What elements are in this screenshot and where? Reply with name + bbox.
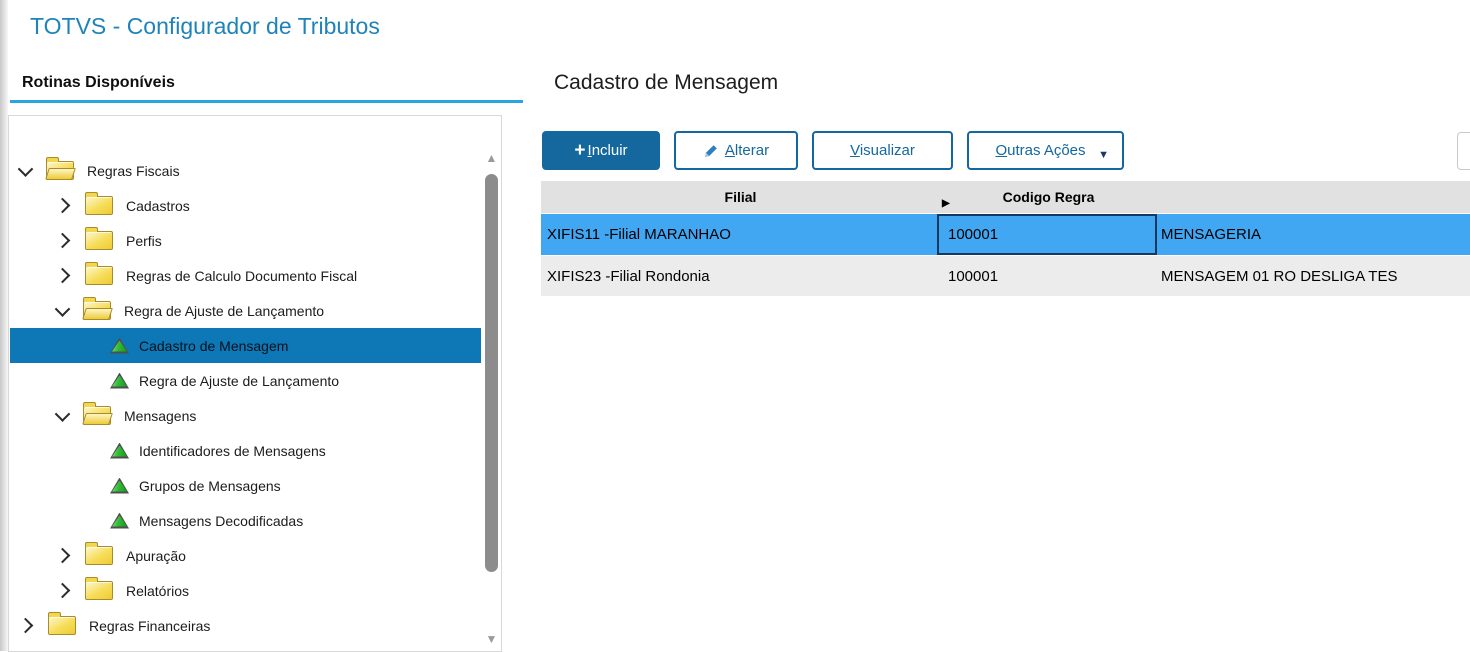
grid-header-codigo-regra-label: Codigo Regra [1002, 189, 1095, 205]
routine-tree: Regras Fiscais Cadastros Perfis Regras d… [10, 153, 481, 643]
folder-icon [85, 262, 113, 285]
tree-item-label: Apuração [126, 547, 186, 564]
tree-item-perfis[interactable]: Perfis [10, 223, 481, 258]
tree-item-apuracao[interactable]: Apuração [10, 538, 481, 573]
grid-header-row: Filial ▶ Codigo Regra [541, 181, 1470, 213]
scroll-up-icon[interactable]: ▲ [485, 151, 498, 165]
chevron-right-icon[interactable] [54, 197, 71, 214]
folder-icon [85, 192, 113, 215]
grid-header-codigo-regra[interactable]: ▶ Codigo Regra [940, 189, 1157, 209]
tree-item-label: Identificadores de Mensagens [139, 442, 326, 459]
column-marker-icon: ▶ [942, 198, 950, 209]
tree-item-label: Regras Fiscais [87, 162, 180, 179]
tree-item-label: Regra de Ajuste de Lançamento [124, 302, 325, 319]
tree-item-label: Relatórios [126, 582, 190, 599]
tree-item-label: Cadastros [126, 197, 190, 214]
plus-icon: + [574, 140, 586, 161]
tree-item-mensagens[interactable]: Mensagens [10, 398, 481, 433]
routine-triangle-icon [110, 512, 129, 529]
pencil-icon [703, 143, 719, 159]
tree-item-identificadores-de-mensagens[interactable]: Identificadores de Mensagens [10, 433, 481, 468]
incluir-button-label: Incluir [587, 142, 628, 159]
visualizar-button[interactable]: Visualizar [812, 131, 953, 170]
tree-scrollbar[interactable]: ▲ ▼ [482, 116, 501, 651]
cell-filial[interactable]: XIFIS23 -Filial Rondonia [547, 267, 710, 285]
routine-triangle-icon [110, 477, 129, 494]
chevron-right-icon[interactable] [54, 232, 71, 249]
grid-row-selected[interactable]: XIFIS11 -Filial MARANHAO 100001 MENSAGER… [541, 214, 1470, 255]
caret-down-icon: ▼ [1098, 149, 1109, 161]
cutoff-button[interactable] [1457, 132, 1470, 170]
app-title: TOTVS - Configurador de Tributos [30, 13, 380, 39]
tree-item-label: Regra de Ajuste de Lançamento [139, 372, 340, 389]
scroll-down-icon[interactable]: ▼ [485, 632, 498, 646]
chevron-right-icon[interactable] [17, 617, 34, 634]
routine-triangle-icon [110, 337, 129, 354]
chevron-down-icon[interactable] [54, 406, 71, 422]
open-folder-icon [83, 297, 111, 320]
message-grid: Filial ▶ Codigo Regra XIFIS11 -Filial MA… [541, 181, 1470, 296]
tree-item-label: Regras de Calculo Documento Fiscal [126, 267, 358, 284]
routine-triangle-icon [110, 442, 129, 459]
tree-item-label: Cadastro de Mensagem [139, 337, 289, 354]
tree-item-regras-fiscais[interactable]: Regras Fiscais [10, 153, 481, 188]
alterar-button[interactable]: Alterar [674, 131, 798, 170]
tree-item-regras-calculo-documento-fiscal[interactable]: Regras de Calculo Documento Fiscal [10, 258, 481, 293]
tree-item-regras-financeiras[interactable]: Regras Financeiras [10, 608, 481, 643]
tree-item-label: Grupos de Mensagens [139, 477, 281, 494]
cell-codigo-regra-focused[interactable]: 100001 [937, 214, 1157, 255]
scrollbar-thumb[interactable] [485, 174, 498, 572]
folder-icon [85, 577, 113, 600]
outras-acoes-button-label: Outras Ações [995, 142, 1086, 159]
cell-filial[interactable]: XIFIS11 -Filial MARANHAO [547, 226, 731, 243]
alterar-button-label: Alterar [724, 142, 770, 159]
tree-item-label: Mensagens Decodificadas [139, 512, 304, 529]
routine-triangle-icon [110, 372, 129, 389]
tree-item-relatorios[interactable]: Relatórios [10, 573, 481, 608]
tree-item-regra-ajuste-lancamento-leaf[interactable]: Regra de Ajuste de Lançamento [10, 363, 481, 398]
tree-item-regra-ajuste-lancamento-branch[interactable]: Regra de Ajuste de Lançamento [10, 293, 481, 328]
cell-codigo-regra[interactable]: 100001 [948, 267, 999, 285]
chevron-down-icon[interactable] [17, 161, 34, 177]
tree-item-grupos-de-mensagens[interactable]: Grupos de Mensagens [10, 468, 481, 503]
tree-item-label: Regras Financeiras [89, 617, 211, 634]
grid-row[interactable]: XIFIS23 -Filial Rondonia 100001 MENSAGEM… [541, 256, 1470, 296]
page-title: Cadastro de Mensagem [554, 71, 779, 94]
sidebar-title: Rotinas Disponíveis [22, 74, 175, 91]
open-folder-icon [46, 157, 74, 180]
cell-descricao[interactable]: MENSAGERIA [1161, 226, 1262, 243]
tree-item-label: Mensagens [124, 407, 197, 424]
cell-descricao[interactable]: MENSAGEM 01 RO DESLIGA TES [1161, 267, 1398, 285]
open-folder-icon [83, 402, 111, 425]
tree-item-mensagens-decodificadas[interactable]: Mensagens Decodificadas [10, 503, 481, 538]
routine-tree-panel: Regras Fiscais Cadastros Perfis Regras d… [8, 115, 502, 652]
tree-item-cadastros[interactable]: Cadastros [10, 188, 481, 223]
visualizar-button-label: Visualizar [850, 142, 915, 159]
incluir-button[interactable]: +Incluir [542, 131, 660, 170]
folder-icon [85, 227, 113, 250]
folder-icon [85, 542, 113, 565]
chevron-down-icon[interactable] [54, 301, 71, 317]
outras-acoes-button[interactable]: Outras Ações ▼ [967, 131, 1124, 170]
sidebar-title-underline [10, 100, 523, 103]
tree-item-label: Perfis [126, 232, 162, 249]
chevron-right-icon[interactable] [54, 547, 71, 564]
folder-icon [48, 612, 76, 635]
chevron-right-icon[interactable] [54, 582, 71, 599]
grid-header-filial[interactable]: Filial [724, 189, 757, 205]
window-edge-strip [0, 0, 8, 651]
chevron-right-icon[interactable] [54, 267, 71, 284]
tree-item-cadastro-de-mensagem[interactable]: Cadastro de Mensagem [10, 328, 481, 363]
